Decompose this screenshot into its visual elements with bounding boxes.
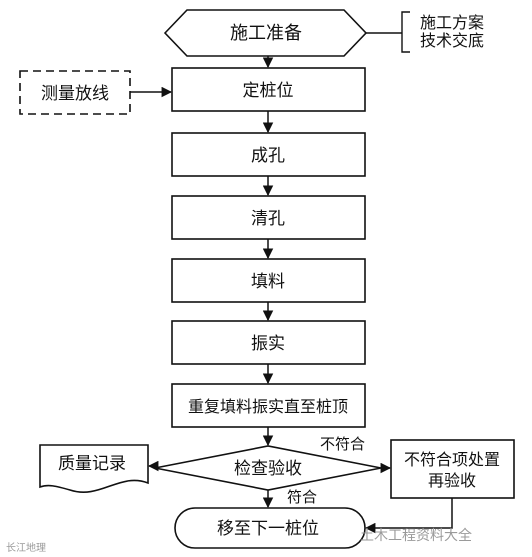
arrow-fix-to-next: [364, 498, 453, 534]
drill-label: 成孔: [251, 146, 285, 166]
record-label: 质量记录: [58, 454, 126, 474]
edge-label-fail: 不符合: [320, 435, 365, 453]
edge-label-pass: 符合: [287, 488, 317, 506]
survey-box: [19, 70, 131, 115]
plan-label-line2: 技术交底: [420, 31, 484, 50]
survey-label: 测量放线: [41, 84, 109, 104]
plan-bracket: [401, 11, 410, 53]
next-label: 移至下一桩位: [217, 519, 319, 539]
pile-position-box: [171, 67, 366, 112]
fix-box: [390, 439, 515, 499]
clean-label: 清孔: [251, 209, 285, 229]
repeat-label: 重复填料振实直至桩顶: [188, 397, 348, 416]
fill-label: 填料: [251, 272, 285, 292]
prep-label: 施工准备: [230, 23, 302, 44]
plan-label-line1: 施工方案: [420, 13, 484, 32]
record-document: [39, 444, 149, 493]
drill-box: [171, 132, 366, 177]
pile-position-label: 定桩位: [243, 81, 294, 101]
watermark-right: 土木工程资料大全: [360, 527, 472, 544]
vibrate-label: 振实: [251, 334, 285, 354]
fix-label-line2: 再验收: [428, 471, 476, 490]
fix-label-line1: 不符合项处置: [404, 450, 500, 469]
inspect-label: 检查验收: [234, 459, 302, 479]
watermark-left: 长江地理: [6, 541, 46, 554]
